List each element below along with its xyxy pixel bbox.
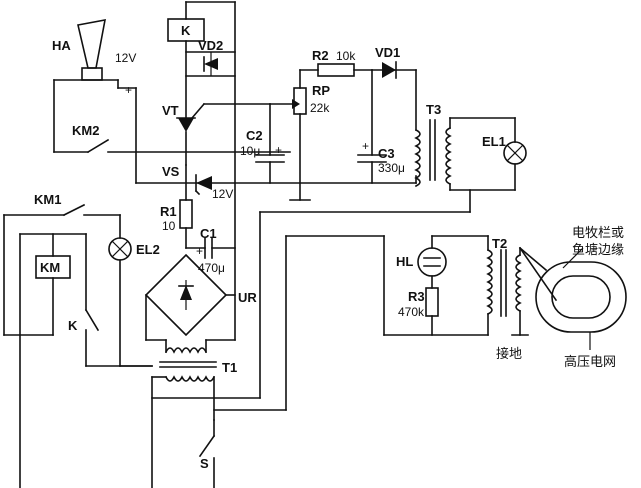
ha-plus: + — [125, 83, 132, 97]
c2-plus: + — [275, 143, 282, 157]
c1-value: 470μ — [198, 261, 225, 275]
diode-vd2 — [185, 51, 236, 77]
r3-label: R3 — [408, 289, 425, 304]
thyristor-vt — [176, 102, 271, 166]
diode-vd1 — [371, 61, 417, 131]
switch-s — [151, 376, 216, 488]
c2-value: 10μ — [240, 144, 260, 158]
c3-label: C3 — [378, 146, 395, 161]
r1-value: 10 — [162, 219, 176, 233]
r3-value: 470k — [398, 305, 425, 319]
km2-label: KM2 — [72, 123, 99, 138]
high-voltage-fence — [518, 246, 627, 350]
vs-value: 12V — [212, 187, 233, 201]
switch-km1 — [3, 203, 121, 336]
relay-km-label: KM — [40, 260, 60, 275]
km1-label: KM1 — [34, 192, 61, 207]
s-label: S — [200, 456, 209, 471]
c2-label: C2 — [246, 128, 263, 143]
horn-ha — [53, 19, 137, 153]
resistor-r3 — [425, 287, 439, 336]
capacitor-c3 — [357, 69, 387, 184]
lamp-el1 — [449, 117, 527, 191]
r2-value: 10k — [336, 49, 356, 63]
fence-label-line1: 电牧栏或 — [572, 226, 624, 241]
zener-vs — [185, 164, 212, 201]
r1-label: R1 — [160, 204, 177, 219]
capacitor-c2 — [255, 103, 285, 184]
ground-label: 接地 — [496, 346, 522, 362]
bridge-rectifier-ur — [144, 253, 236, 341]
contact-k — [84, 308, 153, 367]
c3-plus: + — [362, 139, 369, 153]
rp-label: RP — [312, 83, 330, 98]
capacitor-c1 — [185, 237, 236, 259]
fence-label-line2: 鱼塘边缘 — [572, 242, 624, 258]
transformer-t1 — [145, 339, 236, 421]
resistor-r2 — [299, 63, 373, 77]
rp-value: 22k — [310, 101, 330, 115]
vd1-label: VD1 — [375, 45, 400, 60]
c1-label: C1 — [200, 226, 217, 241]
t1-label: T1 — [222, 360, 237, 375]
ha-label: HA — [52, 38, 71, 53]
t3-label: T3 — [426, 102, 441, 117]
vt-label: VT — [162, 103, 179, 118]
r2-label: R2 — [312, 48, 329, 63]
switch-km2 — [53, 138, 291, 154]
resistor-r1 — [179, 199, 193, 249]
contact-k-label: K — [68, 318, 78, 333]
el1-label: EL1 — [482, 134, 506, 149]
potentiometer-rp — [269, 69, 307, 201]
el2-label: EL2 — [136, 242, 160, 257]
transformer-t2 — [486, 235, 529, 336]
t2-label: T2 — [492, 236, 507, 251]
vs-label: VS — [162, 164, 180, 179]
neon-lamp-hl — [383, 235, 489, 336]
c1-plus: + — [196, 244, 203, 258]
c3-value: 330μ — [378, 161, 405, 175]
relay-km — [19, 233, 87, 488]
grid-label: 高压电网 — [564, 354, 616, 370]
vd2-label: VD2 — [198, 38, 223, 53]
ha-voltage: 12V — [115, 51, 136, 65]
lamp-el2 — [108, 214, 132, 367]
relay-k — [167, 1, 236, 341]
ur-label: UR — [238, 290, 257, 305]
hl-label: HL — [396, 254, 413, 269]
relay-k-label: K — [181, 23, 191, 38]
transformer-t3 — [414, 117, 452, 191]
